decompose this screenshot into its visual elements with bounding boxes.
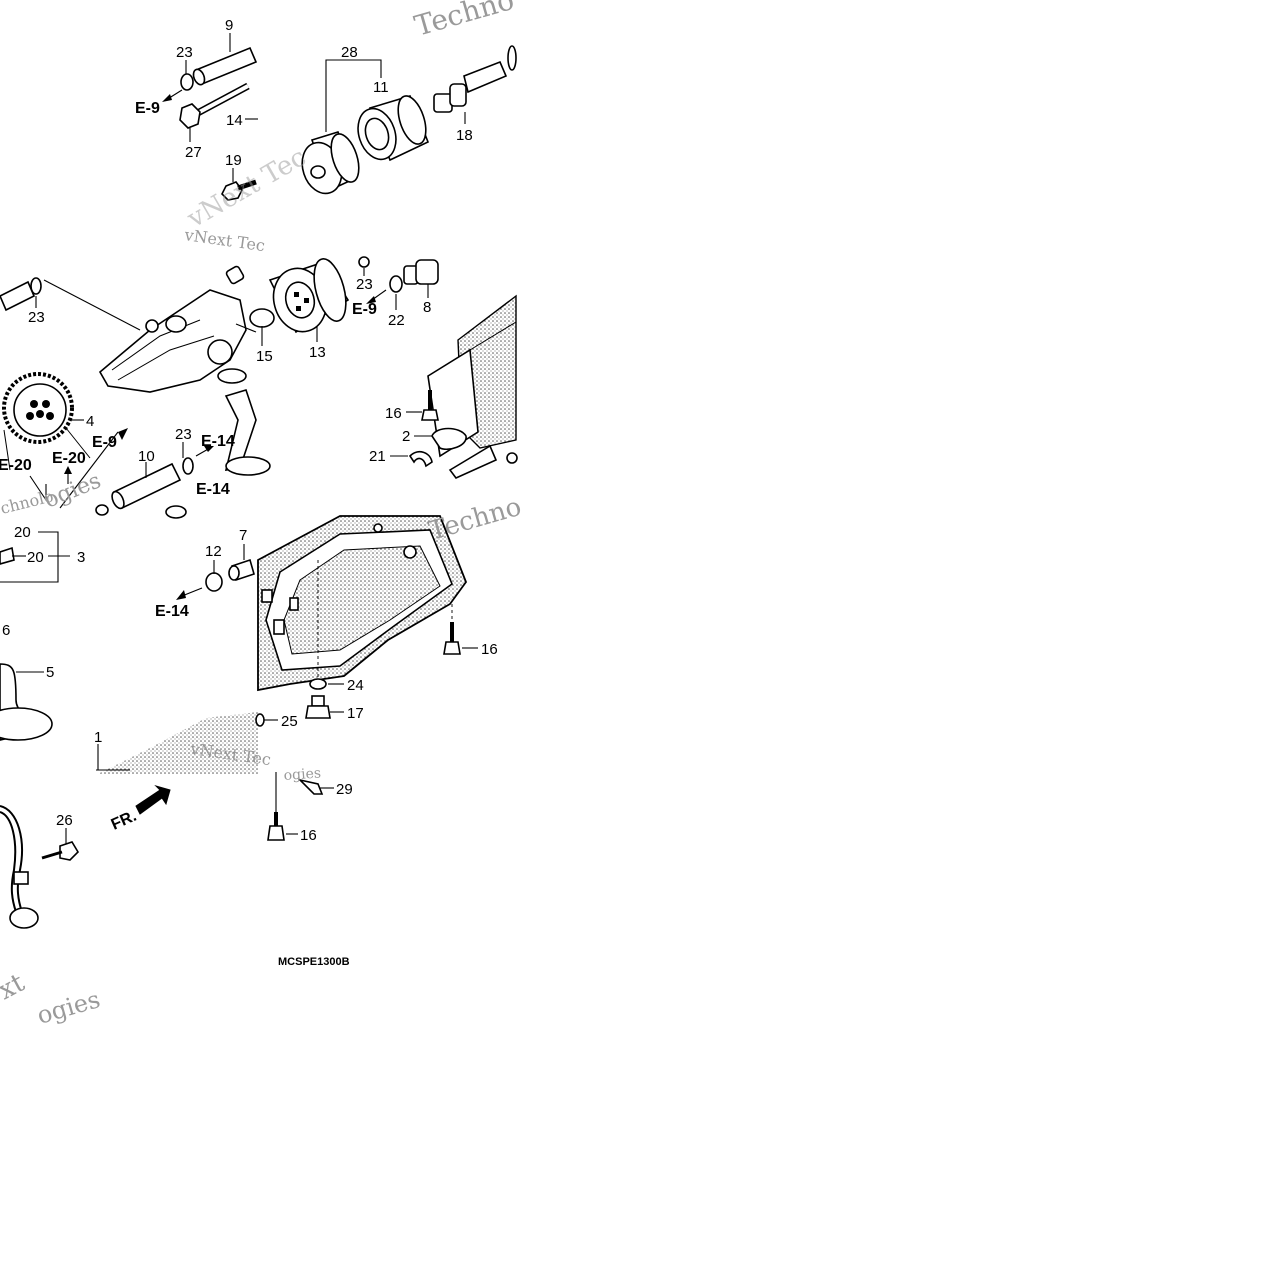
ref-e20: E-20 bbox=[0, 457, 32, 474]
oil-pump-body bbox=[98, 265, 275, 393]
callout-27: 27 bbox=[185, 144, 202, 161]
callout-4: 4 bbox=[86, 413, 94, 430]
callout-20: 20 bbox=[27, 549, 44, 566]
callout-14: 14 bbox=[226, 112, 243, 129]
callout-10: 10 bbox=[138, 448, 155, 465]
callout-7: 7 bbox=[239, 527, 247, 544]
ref-e14: E-14 bbox=[155, 603, 189, 620]
callout-12: 12 bbox=[205, 543, 222, 560]
watermark-text: xt bbox=[0, 968, 30, 1007]
callout-29: 29 bbox=[336, 781, 353, 798]
filter-cover-28 bbox=[301, 131, 360, 195]
watermark-text: Techno bbox=[426, 492, 525, 547]
callout-28: 28 bbox=[341, 44, 358, 61]
front-direction-arrow bbox=[135, 784, 171, 815]
pump-cover-13 bbox=[268, 258, 350, 342]
callout-19: 19 bbox=[225, 152, 242, 169]
bolt-16-right bbox=[443, 622, 478, 655]
callout-21: 21 bbox=[369, 448, 386, 465]
callout-23: 23 bbox=[176, 44, 193, 61]
callout-6: 6 bbox=[2, 622, 10, 639]
callout-25: 25 bbox=[281, 713, 298, 730]
callout-labels: 9 23 14 27 19 28 11 18 23 15 4 23 10 23 … bbox=[2, 17, 498, 844]
strainer-pipe bbox=[217, 368, 271, 476]
watermark-text: ogies bbox=[41, 468, 105, 513]
tile-oil-pipe-bolts bbox=[162, 33, 258, 201]
pipe-9 bbox=[192, 33, 258, 86]
gasket-2 bbox=[414, 427, 467, 451]
drain-bolt-17 bbox=[305, 695, 344, 719]
ref-e20: E-20 bbox=[52, 450, 86, 467]
ref-e9: E-9 bbox=[135, 100, 160, 117]
reference-labels: E-9 E-9 E-9 E-14 E-14 E-14 E-20 E-20 FR.… bbox=[0, 100, 377, 968]
bolt-27 bbox=[179, 82, 250, 142]
callout-18: 18 bbox=[456, 127, 473, 144]
clip-21 bbox=[390, 450, 433, 468]
strainer-5 bbox=[0, 663, 53, 741]
crankcase-corner bbox=[427, 294, 518, 479]
ref-e9: E-9 bbox=[352, 301, 377, 318]
washer-24 bbox=[309, 678, 327, 690]
callout-3: 3 bbox=[77, 549, 85, 566]
fitting-8 bbox=[403, 259, 439, 298]
callout-24: 24 bbox=[347, 677, 364, 694]
callout-16: 16 bbox=[385, 405, 402, 422]
bolt-19 bbox=[221, 168, 257, 201]
bolt-16-upper bbox=[406, 390, 439, 421]
callout-20: 20 bbox=[14, 524, 31, 541]
callout-23: 23 bbox=[356, 276, 373, 293]
tile-pan-bolts bbox=[267, 772, 334, 841]
bolt-16-lower bbox=[267, 772, 298, 841]
o-ring-edge bbox=[507, 45, 517, 71]
part-29 bbox=[297, 778, 334, 795]
tile-strainer bbox=[0, 531, 258, 774]
oil-pan-1 bbox=[257, 515, 468, 692]
callout-9: 9 bbox=[225, 17, 233, 34]
watermarks: Techno vNext Tec vNext Tec Techno vNext … bbox=[0, 0, 525, 1030]
callout-22: 22 bbox=[388, 312, 405, 329]
collar-12 bbox=[205, 572, 223, 592]
callout-26: 26 bbox=[56, 812, 73, 829]
ref-e14: E-14 bbox=[201, 433, 235, 450]
ref-e14: E-14 bbox=[196, 481, 230, 498]
callout-23: 23 bbox=[28, 309, 45, 326]
callout-1: 1 bbox=[94, 729, 102, 746]
filter-bolt-18 bbox=[433, 60, 508, 124]
bolt-26 bbox=[41, 828, 80, 861]
watermark-text: Techno bbox=[411, 0, 518, 43]
watermark-text: ogies bbox=[34, 985, 103, 1030]
tile-oil-filter bbox=[301, 45, 517, 195]
pipe-10 bbox=[111, 442, 194, 510]
dipstick-guide bbox=[0, 805, 39, 929]
callout-13: 13 bbox=[309, 344, 326, 361]
callout-16: 16 bbox=[481, 641, 498, 658]
washer-23 bbox=[180, 73, 194, 91]
tile-oil-pan bbox=[255, 515, 478, 727]
callout-11: 11 bbox=[373, 79, 389, 96]
callout-17: 17 bbox=[347, 705, 364, 722]
callout-23: 23 bbox=[175, 426, 192, 443]
diagram-code: MCSPE1300B bbox=[278, 956, 350, 968]
callout-8: 8 bbox=[423, 299, 431, 316]
callout-2: 2 bbox=[402, 428, 410, 445]
callout-16: 16 bbox=[300, 827, 317, 844]
tile-oil-pump bbox=[0, 265, 275, 519]
pin-7 bbox=[228, 544, 255, 582]
watermark-text: ogies bbox=[283, 765, 321, 784]
oil-pan-shading bbox=[98, 712, 258, 774]
tile-dipstick bbox=[0, 784, 171, 929]
front-direction-label: FR. bbox=[109, 808, 139, 834]
callout-15: 15 bbox=[256, 348, 273, 365]
callout-5: 5 bbox=[46, 664, 54, 681]
sprocket-4 bbox=[2, 372, 91, 471]
ref-e9: E-9 bbox=[92, 434, 117, 451]
tile-pump-rotor bbox=[268, 256, 518, 479]
oil-filter-11 bbox=[357, 95, 430, 162]
